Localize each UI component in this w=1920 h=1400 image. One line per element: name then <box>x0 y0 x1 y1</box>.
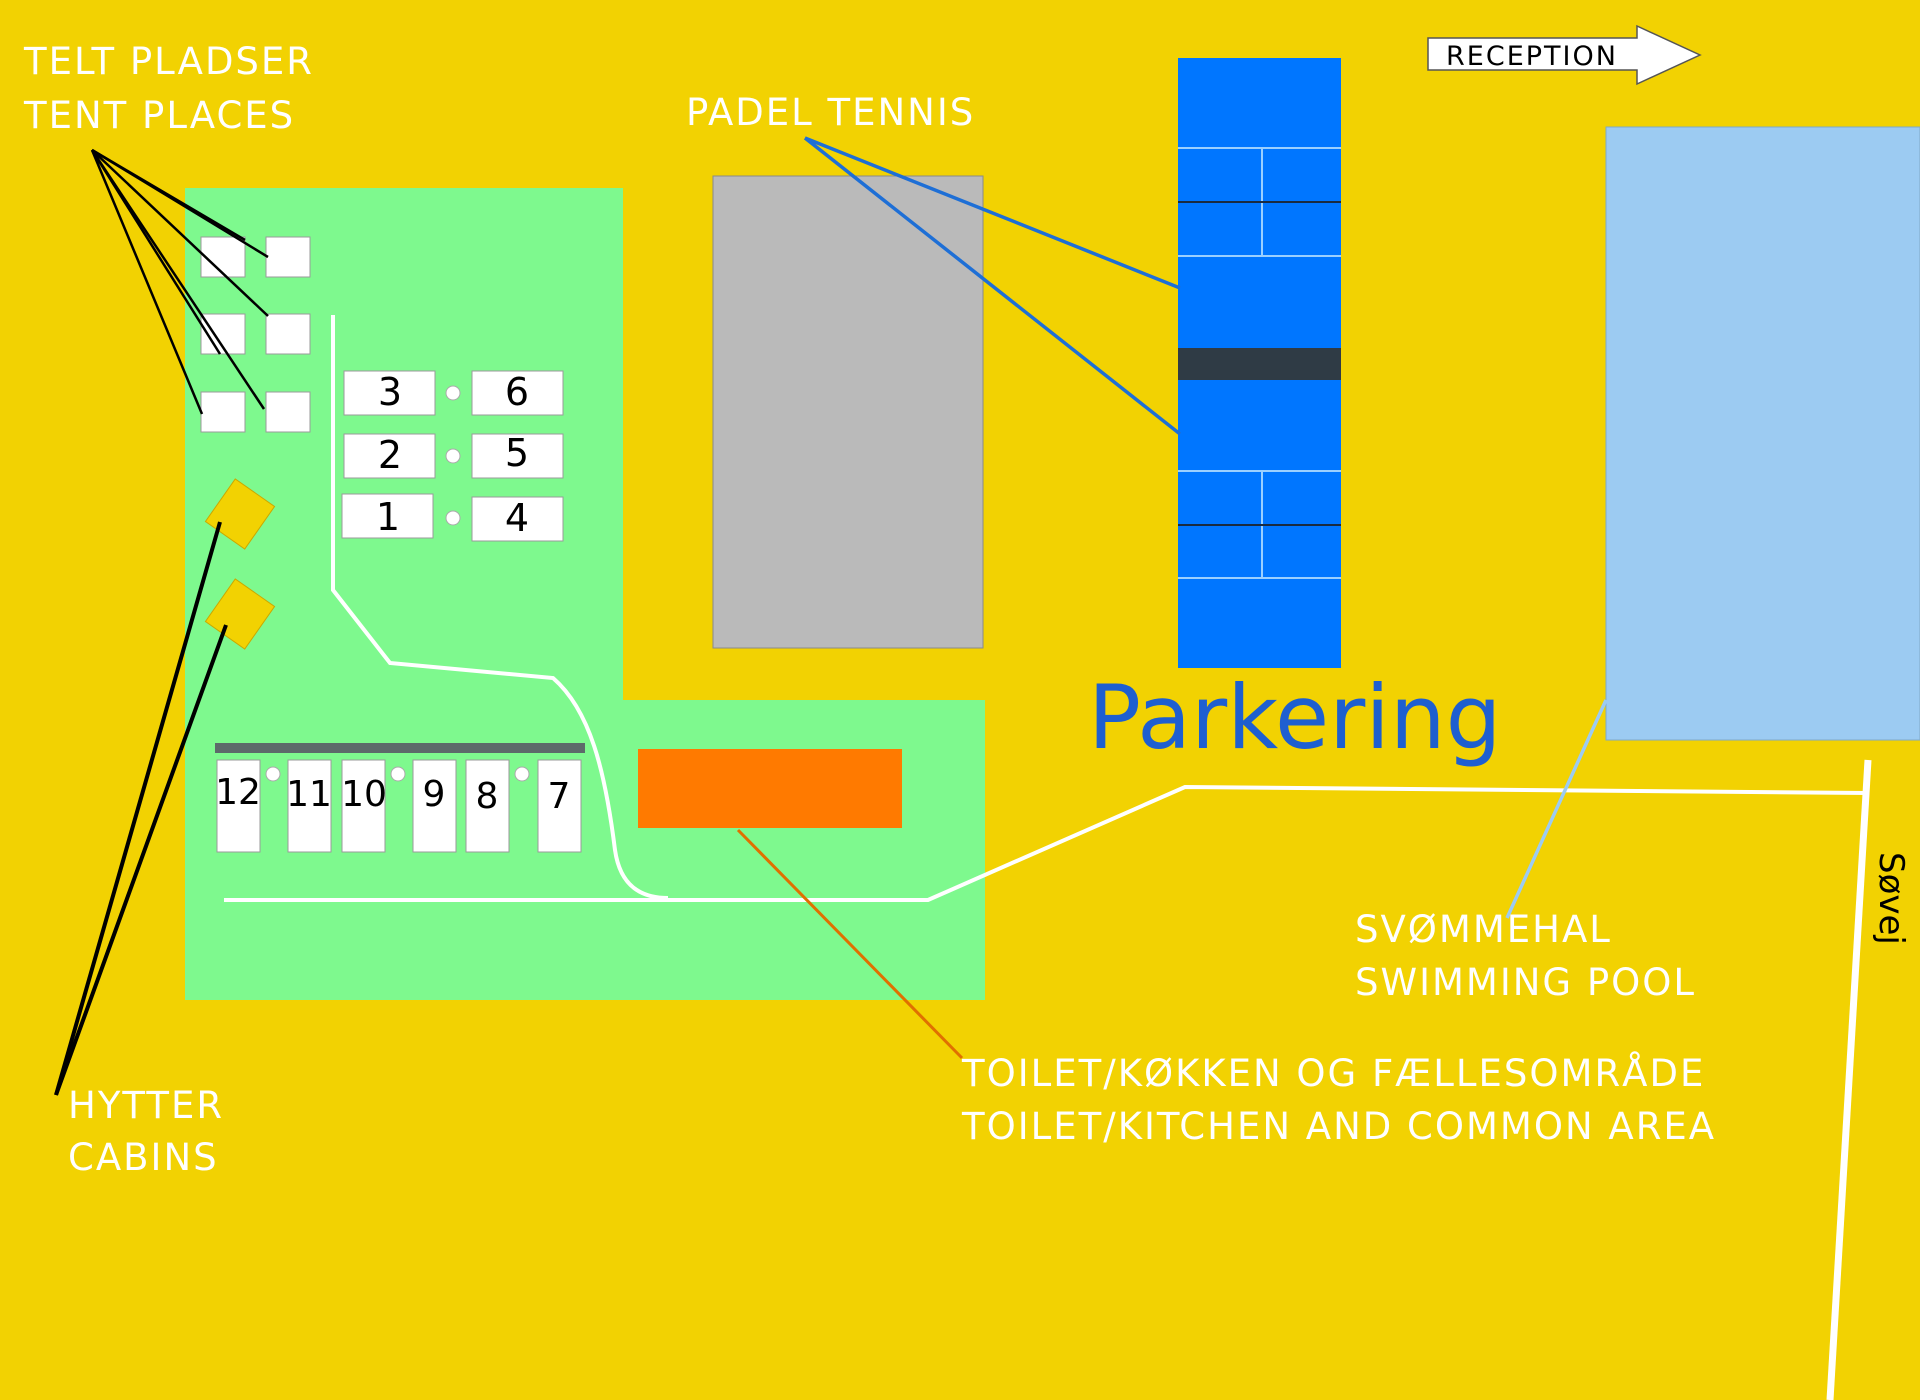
toilet-kitchen-building[interactable] <box>638 749 902 828</box>
pitch-label: 8 <box>476 776 499 817</box>
reception-sign[interactable]: RECEPTION <box>1427 24 1702 86</box>
pitch-label: 2 <box>378 433 402 477</box>
tent-label-en: TENT PLACES <box>23 94 295 137</box>
padel-nets <box>1178 201 1341 526</box>
padel-leader-lines <box>803 136 1182 436</box>
toilet-leader-line <box>736 828 964 1060</box>
pool-label-en: SWIMMING POOL <box>1355 961 1696 1004</box>
pitch-6[interactable] <box>471 370 564 416</box>
pool-label-da: SVØMMEHAL <box>1355 908 1612 951</box>
pitch-label: 9 <box>423 774 446 815</box>
tent-leader-lines <box>90 148 269 415</box>
toilet-label-en: TOILET/KITCHEN AND COMMON AREA <box>961 1105 1716 1148</box>
cabin-leader-lines <box>54 521 228 1096</box>
pitch-label: 1 <box>376 495 400 539</box>
pitches-lower: 12 11 10 9 8 7 <box>215 743 585 853</box>
pitch-label: 7 <box>548 776 571 817</box>
power-post <box>445 448 461 464</box>
pitch-label: 10 <box>341 774 387 815</box>
pitches-upper: 3 6 2 5 1 4 <box>341 370 564 542</box>
swimming-pool[interactable] <box>1605 126 1920 741</box>
pitch-10[interactable] <box>341 759 386 853</box>
internal-path <box>331 315 669 900</box>
padel-courts[interactable] <box>1178 58 1341 668</box>
parking-label: Parkering <box>1088 666 1501 769</box>
sovej-road <box>1826 759 1872 1400</box>
tent-place[interactable] <box>265 391 311 433</box>
pitch-2[interactable] <box>343 433 436 479</box>
road-label: Søvej <box>1871 852 1911 945</box>
pitch-label: 12 <box>215 772 261 813</box>
padel-label: PADEL TENNIS <box>686 91 975 134</box>
pitch-label: 3 <box>378 370 402 414</box>
cabin[interactable] <box>204 478 276 550</box>
tent-label-da: TELT PLADSER <box>23 40 314 83</box>
power-post <box>390 766 406 782</box>
cabins-label-en: CABINS <box>68 1136 219 1179</box>
toilet-label-da: TOILET/KØKKEN OG FÆLLESOMRÅDE <box>961 1051 1705 1095</box>
pitch-11[interactable] <box>287 759 332 853</box>
power-post <box>445 510 461 526</box>
tent-place[interactable] <box>200 236 246 278</box>
tent-place[interactable] <box>265 236 311 278</box>
power-post <box>265 766 281 782</box>
pitch-1[interactable] <box>341 493 434 539</box>
reception-label: RECEPTION <box>1446 41 1618 72</box>
pitch-8[interactable] <box>465 759 510 853</box>
pitch-7[interactable] <box>537 759 582 853</box>
lower-row-bar <box>215 743 585 753</box>
pitch-3[interactable] <box>343 370 436 416</box>
pitch-label: 4 <box>505 496 529 540</box>
pitch-4[interactable] <box>471 496 564 542</box>
pitch-9[interactable] <box>412 759 457 853</box>
pool-leader-line <box>1505 699 1608 919</box>
padel-court-lines <box>1178 147 1341 579</box>
tent-place[interactable] <box>265 313 311 355</box>
pitch-12[interactable] <box>216 759 261 853</box>
gray-court[interactable] <box>712 175 984 649</box>
pitch-5[interactable] <box>471 433 564 479</box>
pitch-label: 11 <box>286 774 332 815</box>
padel-divider <box>1178 348 1341 380</box>
tent-place[interactable] <box>200 391 246 433</box>
cabins-label-da: HYTTER <box>68 1084 224 1127</box>
access-road <box>224 784 1869 902</box>
power-post <box>514 766 530 782</box>
tent-places <box>200 236 311 433</box>
power-post <box>445 385 461 401</box>
pitch-label: 5 <box>505 431 529 475</box>
pitch-label: 6 <box>505 370 529 414</box>
arrow-right-icon <box>1427 24 1702 86</box>
paths <box>224 315 1869 902</box>
